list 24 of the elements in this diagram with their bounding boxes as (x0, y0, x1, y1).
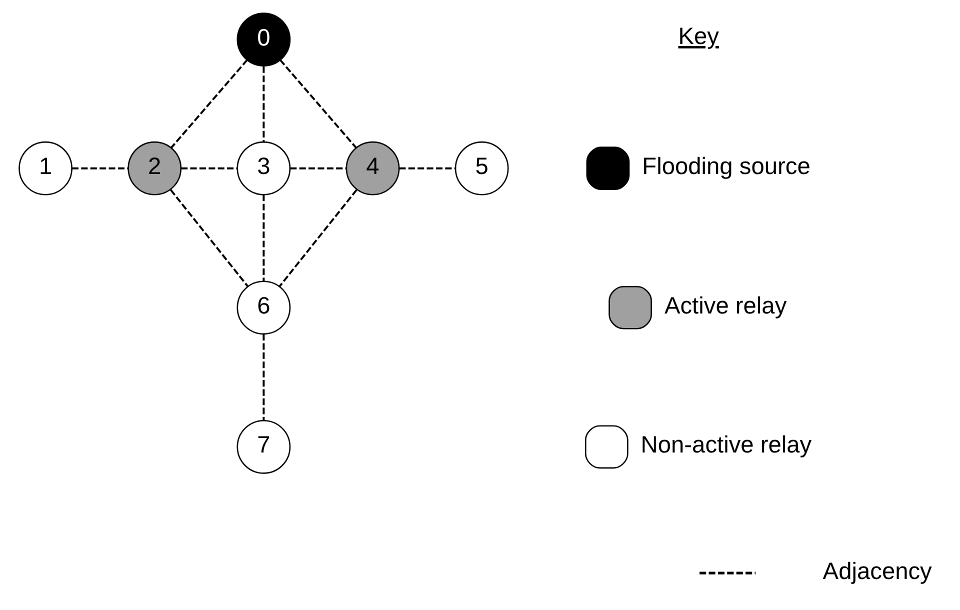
connector (170, 59, 248, 148)
connector (290, 167, 346, 170)
node-circle: 3 (236, 141, 290, 196)
connector (71, 167, 128, 170)
legend-label: Non-active relay (640, 432, 812, 459)
connector (262, 334, 264, 420)
connector (278, 189, 357, 288)
connector (169, 189, 248, 288)
connector (398, 167, 455, 170)
node-circle: 0 (236, 12, 290, 66)
legend-label: Adjacency (822, 558, 932, 585)
connector (180, 167, 237, 170)
connector (279, 59, 356, 148)
legend-label: Active relay (664, 293, 786, 320)
node-circle: 5 (454, 141, 508, 196)
connector (262, 66, 264, 142)
node-circle: 1 (18, 141, 72, 196)
node-circle: 4 (345, 141, 400, 196)
node-circle: 2 (127, 141, 182, 196)
label: Key (678, 24, 719, 50)
connector (262, 194, 264, 281)
node-circle: 7 (236, 420, 290, 474)
node-circle: 6 (236, 280, 290, 335)
legend-label: Flooding source (642, 154, 810, 180)
